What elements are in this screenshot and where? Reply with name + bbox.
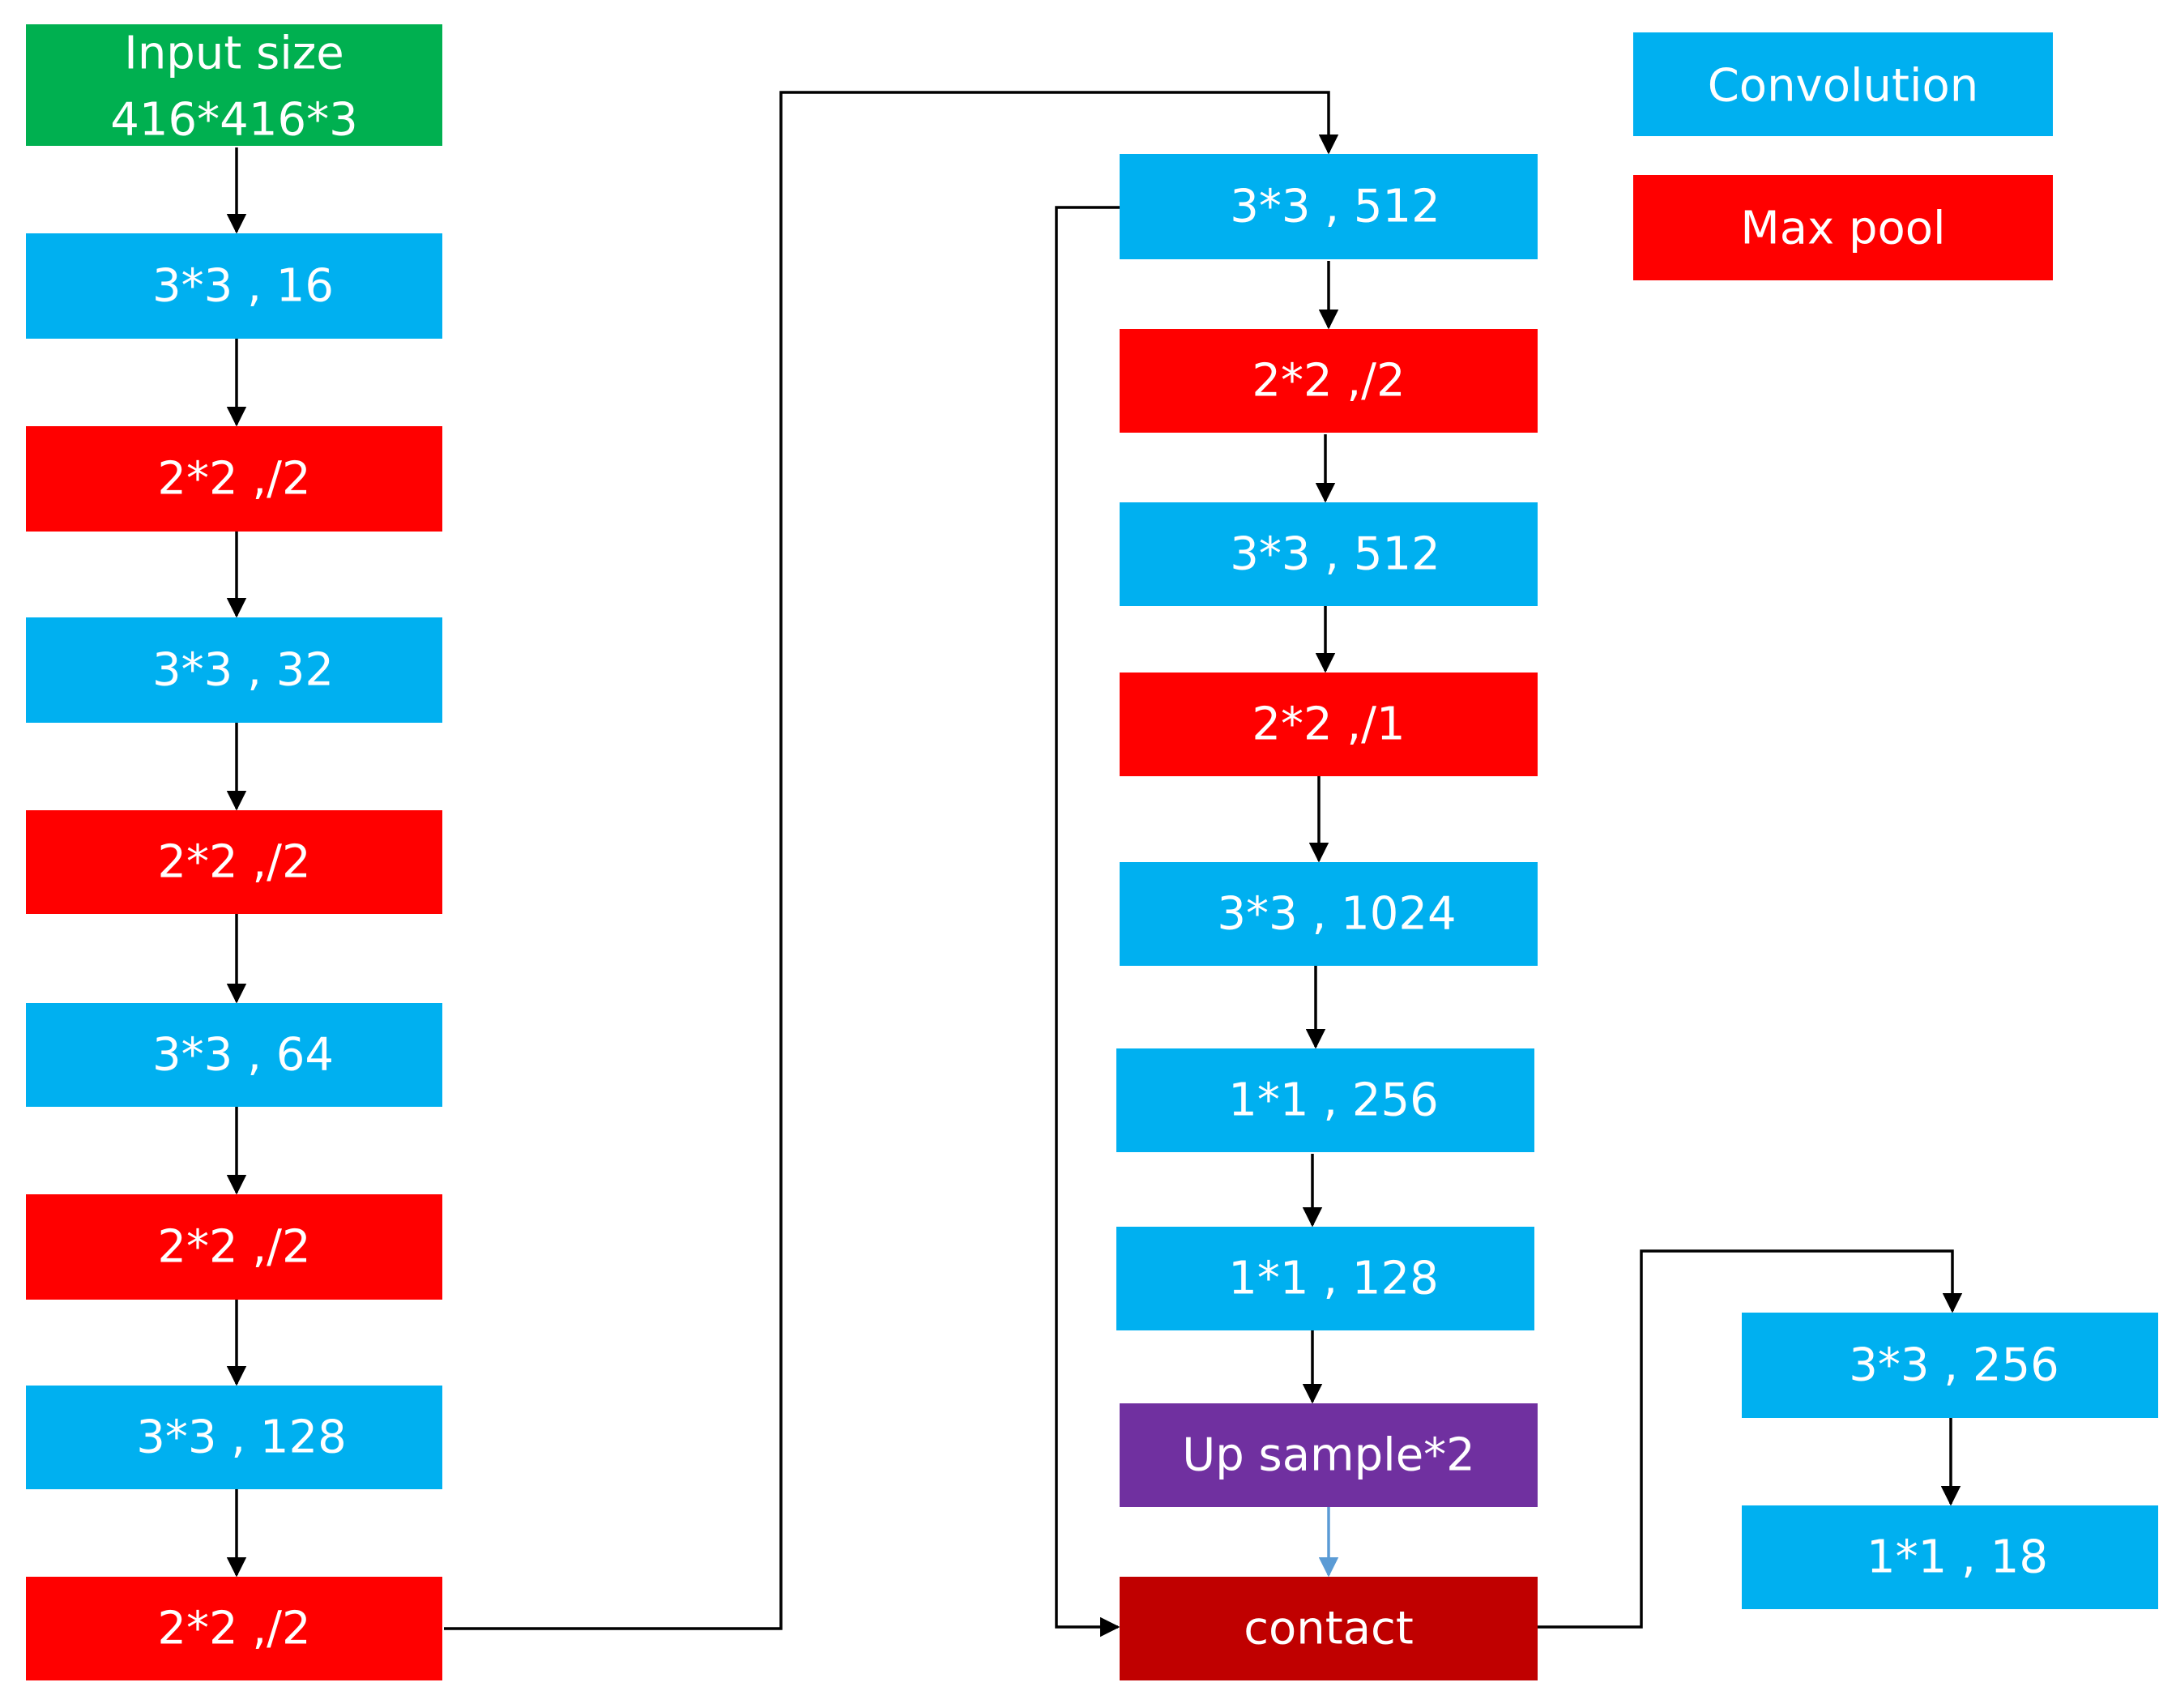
node-m2: 2*2 ,/2 bbox=[1120, 329, 1538, 433]
node-m7: 1*1 , 128 bbox=[1116, 1227, 1534, 1330]
pool-box-l4 bbox=[26, 810, 442, 914]
node-l1: 3*3 , 16 bbox=[26, 233, 442, 339]
node-l7: 3*3 , 128 bbox=[26, 1386, 442, 1489]
pool-label-m2: 2*2 ,/2 bbox=[1252, 355, 1405, 408]
conv-label-m5: 3*3 , 1024 bbox=[1217, 888, 1456, 941]
node-l6: 2*2 ,/2 bbox=[26, 1194, 442, 1300]
input-label-line2: 416*416*3 bbox=[110, 94, 357, 147]
conv-box-m3 bbox=[1120, 502, 1538, 606]
right-column: 3*3 , 256 1*1 , 18 bbox=[1742, 1313, 2158, 1609]
node-r2: 1*1 , 18 bbox=[1742, 1505, 2158, 1609]
node-l5: 3*3 , 64 bbox=[26, 1003, 442, 1107]
middle-column: 3*3 , 512 2*2 ,/2 3*3 , 512 2*2 ,/1 3*3 … bbox=[1116, 154, 1538, 1680]
legend-convolution: Convolution bbox=[1633, 32, 2053, 136]
conv-box-m5 bbox=[1120, 862, 1538, 966]
node-r1: 3*3 , 256 bbox=[1742, 1313, 2158, 1418]
conv-box-l3 bbox=[26, 617, 442, 723]
connectors bbox=[226, 91, 1963, 1638]
node-m5: 3*3 , 1024 bbox=[1120, 862, 1538, 966]
left-column: Input size 416*416*3 3*3 , 16 2*2 ,/2 3*… bbox=[26, 24, 442, 1680]
pool-label-l2: 2*2 ,/2 bbox=[157, 453, 310, 506]
conv-label-m6: 1*1 , 256 bbox=[1228, 1074, 1439, 1127]
legend: Convolution Max pool bbox=[1633, 32, 2053, 280]
upsample-label: Up sample*2 bbox=[1182, 1429, 1475, 1482]
pool-label-m4: 2*2 ,/1 bbox=[1252, 698, 1405, 751]
legend-maxpool: Max pool bbox=[1633, 175, 2053, 280]
upsample-box bbox=[1120, 1403, 1538, 1507]
conv-label-m7: 1*1 , 128 bbox=[1228, 1253, 1439, 1305]
node-m1: 3*3 , 512 bbox=[1120, 154, 1538, 259]
arrow-l8-to-m1 bbox=[444, 91, 1339, 1630]
node-m6: 1*1 , 256 bbox=[1116, 1048, 1534, 1152]
conv-label-l5: 3*3 , 64 bbox=[152, 1029, 334, 1082]
conv-label-r1: 3*3 , 256 bbox=[1849, 1339, 2059, 1392]
pool-label-l4: 2*2 ,/2 bbox=[157, 836, 310, 889]
conv-box-r2 bbox=[1742, 1505, 2158, 1609]
conv-box-m6 bbox=[1116, 1048, 1534, 1152]
legend-maxpool-swatch bbox=[1633, 175, 2053, 280]
pool-box-m2 bbox=[1120, 329, 1538, 433]
legend-convolution-swatch bbox=[1633, 32, 2053, 136]
conv-label-m3: 3*3 , 512 bbox=[1230, 528, 1440, 581]
conv-box-l5 bbox=[26, 1003, 442, 1107]
arrow-m1-skip-to-m9 bbox=[1055, 206, 1121, 1638]
conv-label-l1: 3*3 , 16 bbox=[152, 260, 334, 313]
conv-box-m7 bbox=[1116, 1227, 1534, 1330]
pool-box-l2 bbox=[26, 426, 442, 532]
legend-maxpool-label: Max pool bbox=[1740, 203, 1945, 255]
node-l2: 2*2 ,/2 bbox=[26, 426, 442, 532]
concat-label: contact bbox=[1244, 1603, 1414, 1655]
pool-box-l6 bbox=[26, 1194, 442, 1300]
conv-label-r2: 1*1 , 18 bbox=[1867, 1531, 2048, 1584]
node-m4: 2*2 ,/1 bbox=[1120, 673, 1538, 776]
conv-box-m1 bbox=[1120, 154, 1538, 259]
node-m9: contact bbox=[1120, 1577, 1538, 1680]
conv-box-l1 bbox=[26, 233, 442, 339]
pool-box-m4 bbox=[1120, 673, 1538, 776]
conv-label-m1: 3*3 , 512 bbox=[1230, 181, 1440, 233]
pool-box-l8 bbox=[26, 1577, 442, 1680]
node-m8: Up sample*2 bbox=[1120, 1403, 1538, 1507]
pool-label-l8: 2*2 ,/2 bbox=[157, 1603, 310, 1655]
input-box bbox=[26, 24, 442, 146]
conv-label-l7: 3*3 , 128 bbox=[136, 1411, 347, 1464]
conv-box-r1 bbox=[1742, 1313, 2158, 1418]
node-l8: 2*2 ,/2 bbox=[26, 1577, 442, 1680]
arrow-m9-to-r1 bbox=[1536, 1249, 1963, 1629]
conv-box-l7 bbox=[26, 1386, 442, 1489]
node-input: Input size 416*416*3 bbox=[26, 24, 442, 147]
conv-label-l3: 3*3 , 32 bbox=[152, 644, 334, 697]
input-label-line1: Input size bbox=[124, 28, 343, 80]
node-l3: 3*3 , 32 bbox=[26, 617, 442, 723]
pool-label-l6: 2*2 ,/2 bbox=[157, 1221, 310, 1274]
concat-box bbox=[1120, 1577, 1538, 1680]
node-m3: 3*3 , 512 bbox=[1120, 502, 1538, 606]
legend-convolution-label: Convolution bbox=[1708, 60, 1979, 113]
node-l4: 2*2 ,/2 bbox=[26, 810, 442, 914]
